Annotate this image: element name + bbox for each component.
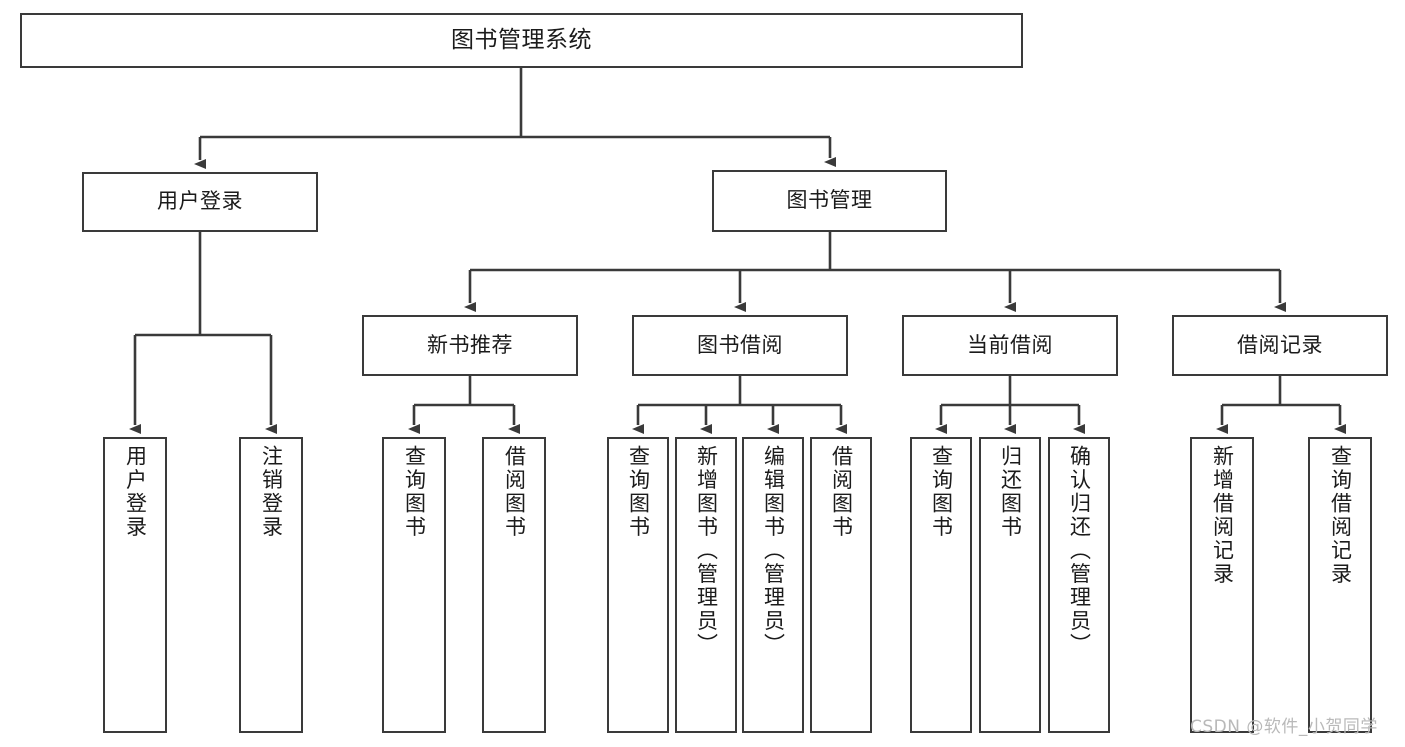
- node-root-system[interactable]: 图书管理系统: [20, 13, 1023, 68]
- leaf-current-borrow-return[interactable]: 归还图书: [979, 437, 1041, 733]
- node-root-system-label: 图书管理系统: [451, 26, 592, 53]
- leaf-user-login-signin[interactable]: 用户登录: [103, 437, 167, 733]
- leaf-borrow-record-add-label: 新增借阅记录: [1210, 445, 1235, 586]
- csdn-watermark: CSDN @软件_小贺同学: [1190, 717, 1378, 737]
- leaf-user-login-signout[interactable]: 注销登录: [239, 437, 303, 733]
- node-book-borrow-label: 图书借阅: [697, 332, 783, 357]
- leaf-new-book-borrow[interactable]: 借阅图书: [482, 437, 546, 733]
- leaf-borrow-record-query-label: 查询借阅记录: [1328, 445, 1353, 586]
- leaf-new-book-query-label: 查询图书: [402, 445, 427, 539]
- leaf-book-borrow-query[interactable]: 查询图书: [607, 437, 669, 733]
- node-user-login-label: 用户登录: [157, 189, 243, 214]
- node-book-borrow[interactable]: 图书借阅: [632, 315, 848, 376]
- leaf-book-borrow-borrow-label: 借阅图书: [829, 445, 854, 539]
- leaf-book-borrow-add[interactable]: 新增图书（管理员）: [675, 437, 737, 733]
- node-new-book-recommend[interactable]: 新书推荐: [362, 315, 578, 376]
- leaf-user-login-signout-label: 注销登录: [259, 445, 284, 539]
- node-current-borrow[interactable]: 当前借阅: [902, 315, 1118, 376]
- node-new-book-recommend-label: 新书推荐: [427, 332, 513, 357]
- leaf-new-book-borrow-label: 借阅图书: [502, 445, 527, 539]
- leaf-book-borrow-query-label: 查询图书: [626, 445, 651, 539]
- leaf-borrow-record-query[interactable]: 查询借阅记录: [1308, 437, 1372, 733]
- leaf-current-borrow-confirm-return[interactable]: 确认归还（管理员）: [1048, 437, 1110, 733]
- leaf-current-borrow-confirm-return-label: 确认归还（管理员）: [1067, 445, 1092, 657]
- node-current-borrow-label: 当前借阅: [967, 332, 1053, 357]
- node-book-management-label: 图书管理: [786, 188, 873, 213]
- leaf-current-borrow-query[interactable]: 查询图书: [910, 437, 972, 733]
- node-borrow-record[interactable]: 借阅记录: [1172, 315, 1388, 376]
- leaf-current-borrow-query-label: 查询图书: [929, 445, 954, 539]
- leaf-book-borrow-add-label: 新增图书（管理员）: [694, 445, 719, 657]
- leaf-book-borrow-edit[interactable]: 编辑图书（管理员）: [742, 437, 804, 733]
- leaf-borrow-record-add[interactable]: 新增借阅记录: [1190, 437, 1254, 733]
- node-borrow-record-label: 借阅记录: [1237, 332, 1323, 357]
- leaf-current-borrow-return-label: 归还图书: [998, 445, 1023, 539]
- node-book-management[interactable]: 图书管理: [712, 170, 947, 232]
- leaf-book-borrow-edit-label: 编辑图书（管理员）: [761, 445, 786, 657]
- node-user-login[interactable]: 用户登录: [82, 172, 318, 232]
- leaf-book-borrow-borrow[interactable]: 借阅图书: [810, 437, 872, 733]
- leaf-user-login-signin-label: 用户登录: [123, 445, 148, 539]
- leaf-new-book-query[interactable]: 查询图书: [382, 437, 446, 733]
